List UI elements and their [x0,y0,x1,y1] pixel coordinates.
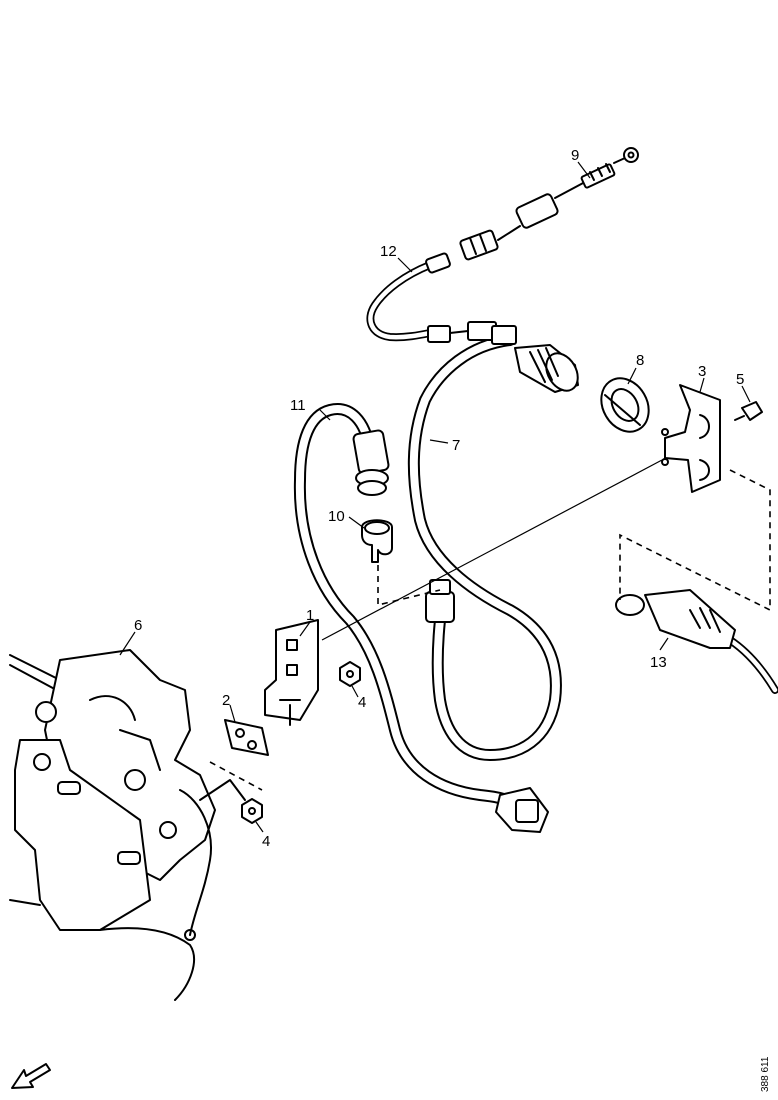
cable-12 [366,261,434,342]
grommet-8 [600,377,650,433]
callout-7: 7 [452,437,460,454]
reference-code: 388 611 [760,1056,771,1092]
callout-1: 1 [306,607,314,624]
bracket-3 [661,384,721,493]
callout-13: 13 [650,654,667,671]
callout-6: 6 [134,617,142,634]
callout-10: 10 [328,508,345,525]
callout-11: 11 [290,397,306,414]
screw-5 [734,401,763,421]
hose-assembly-7 [407,334,562,761]
sensor-cable-9 [497,147,639,241]
clip-10 [361,519,393,563]
assembly-dash-lines [209,459,771,791]
callout-5: 5 [736,371,744,388]
callout-2: 2 [222,692,230,709]
orientation-arrow-icon [11,1063,51,1089]
bracket-1 [264,619,319,726]
nut-4-upper [339,661,361,687]
sensor-connector-11 [352,429,390,496]
callout-8: 8 [636,352,644,369]
hose-11 [293,403,521,811]
hose-7-fitting [425,579,455,623]
connector-pair-12 [425,229,499,343]
callout-labels: 1 2 3 4 4 5 6 7 8 9 10 11 12 13 [134,147,744,850]
switch-assembly [491,325,579,393]
callout-4-upper: 4 [358,694,366,711]
callout-4-lower: 4 [262,833,270,850]
plate-2 [224,719,269,756]
item-13-cable-end [615,589,778,694]
hose-11-end-connector [495,787,549,833]
frame-6 [9,649,246,1001]
callout-12: 12 [380,243,397,260]
leader-lines [119,161,751,833]
callout-3: 3 [698,363,706,380]
callout-9: 9 [571,147,579,164]
nut-4-lower [241,798,263,824]
